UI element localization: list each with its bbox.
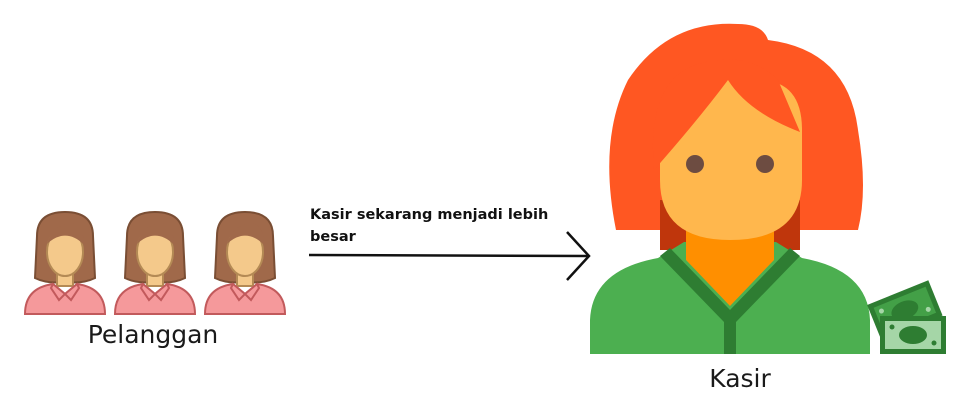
woman-customer-icon [113, 210, 197, 315]
banknotes-icon [867, 280, 946, 354]
arrow-label: Kasir sekarang menjadi lebih besar [310, 207, 549, 245]
cashier-label: Kasir [709, 364, 771, 393]
woman-customer-icon [23, 210, 107, 315]
customers-label: Pelanggan [87, 320, 219, 349]
woman-cashier-icon [590, 23, 870, 354]
woman-customer-icon [203, 210, 287, 315]
arrow-right-icon [308, 231, 591, 281]
